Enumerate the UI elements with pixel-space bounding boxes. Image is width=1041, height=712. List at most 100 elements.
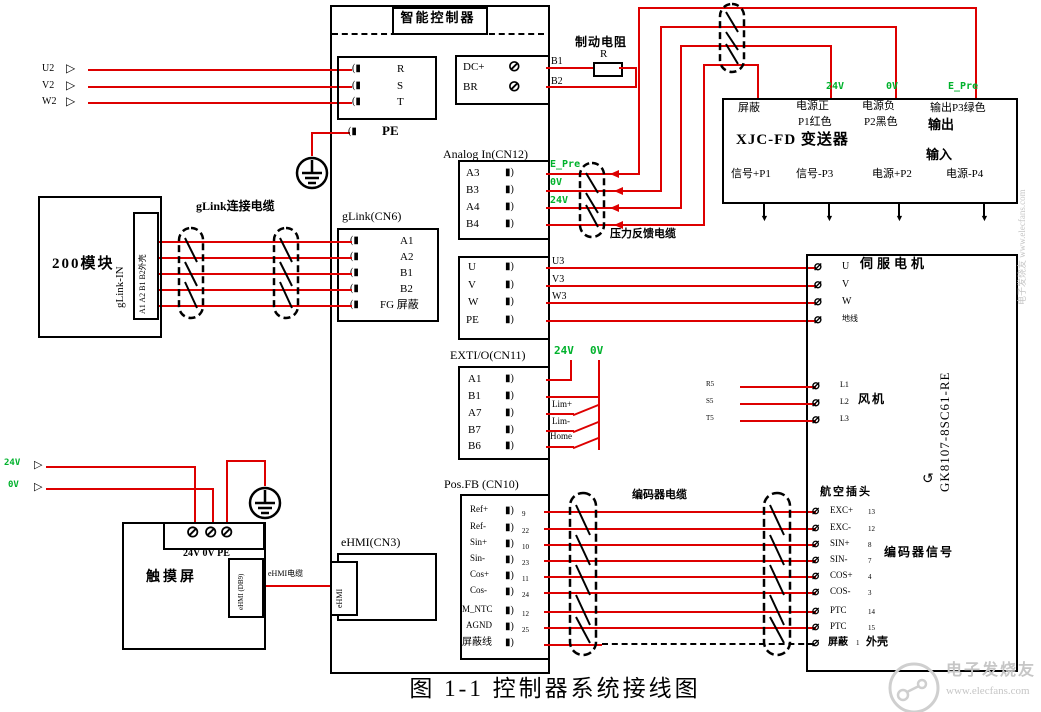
- terminal-label: EXC-: [830, 522, 851, 532]
- plug-icon: ▮): [505, 314, 514, 325]
- watermark-side: 电子发烧友 www.elecfans.com: [1017, 165, 1028, 305]
- wire: [194, 466, 196, 524]
- terminal-label: 地线: [842, 314, 858, 323]
- pin-number: 12: [868, 525, 875, 533]
- wire: [546, 267, 816, 269]
- wire: [544, 611, 816, 613]
- terminal-ring-icon: ⌀: [812, 520, 820, 534]
- screw-terminal-icon: ⊘: [508, 79, 521, 95]
- wire: [619, 67, 637, 69]
- shielded-cable-icon: [718, 2, 746, 74]
- glink-cable-label: gLink连接电缆: [196, 199, 275, 213]
- wire-label: B1: [551, 56, 563, 67]
- wire: [638, 8, 640, 175]
- plug-icon: (▮: [352, 63, 361, 74]
- terminal-label: Cos-: [470, 585, 488, 595]
- touchscreen-name: 触摸屏: [146, 570, 197, 585]
- motor-box: [806, 254, 1018, 672]
- signal-label: 24V: [4, 458, 21, 468]
- terminal-ring-icon: ⌀: [812, 584, 820, 598]
- plug-icon: ▮): [505, 505, 514, 516]
- uvw-box: [458, 256, 550, 340]
- divider: [332, 33, 544, 35]
- wire-label: B2: [551, 76, 563, 87]
- wire: [158, 289, 352, 291]
- pin-number: 9: [522, 510, 526, 518]
- plug-icon: (▮: [350, 235, 359, 246]
- wire: [680, 46, 682, 209]
- fan-wire-label: S5: [706, 397, 714, 405]
- terminal-label: U: [842, 261, 850, 272]
- fan-wire-label: R5: [706, 380, 715, 388]
- xjc-pin: 输出P3绿色: [930, 102, 986, 114]
- arrowhead: [610, 204, 619, 212]
- terminal-ring-icon: ⌀: [812, 377, 820, 392]
- plug-icon: ▮): [505, 201, 514, 212]
- controller-title: 智能控制器: [400, 10, 476, 25]
- terminal-label: BR: [463, 81, 478, 93]
- down-arrow-icon: ▼: [980, 213, 989, 223]
- pin-number: 14: [868, 608, 875, 616]
- wire: [740, 386, 816, 388]
- wire: [546, 173, 640, 175]
- pin-number: 25: [522, 626, 529, 634]
- arrow-icon: ▷: [66, 61, 76, 75]
- db9-port-box: [228, 558, 264, 618]
- wire: [226, 461, 228, 524]
- ehmi-cable-label: eHMI电缆: [268, 569, 304, 578]
- terminal-label: A4: [466, 201, 480, 213]
- wire: [703, 64, 759, 66]
- posfb-label: Pos.FB (CN10): [444, 477, 519, 491]
- wire: [740, 420, 816, 422]
- pin-number: 4: [868, 573, 872, 581]
- plug-icon: (▮: [352, 96, 361, 107]
- wire: [546, 379, 572, 381]
- terminal-ring-icon: ⌀: [814, 293, 822, 308]
- module200-port: gLink-IN: [114, 266, 126, 308]
- plug-icon: (▮: [350, 267, 359, 278]
- resistor: [593, 62, 623, 77]
- arrow-line: [763, 202, 765, 217]
- terminal-ring-icon: ⌀: [812, 552, 820, 566]
- wire: [158, 273, 352, 275]
- wire: [544, 511, 816, 513]
- terminal-label: R: [397, 63, 405, 75]
- analog-in-label: Analog In(CN12): [443, 147, 528, 161]
- signal-label: 24V: [826, 81, 845, 92]
- wire: [262, 585, 330, 587]
- plug-icon: ▮): [505, 279, 514, 290]
- wire: [740, 403, 816, 405]
- wire: [88, 69, 352, 71]
- encoder-cable-label: 编码器电缆: [632, 489, 687, 501]
- plug-icon: ▮): [505, 184, 514, 195]
- wire: [546, 86, 637, 88]
- module200-pins: A1 A2 B1 B2外壳: [138, 254, 147, 314]
- watermark-brand: 电子发烧友: [946, 662, 1037, 679]
- glink-box: [337, 228, 439, 322]
- plug-icon: ▮): [505, 424, 514, 435]
- terminal-label: 屏蔽: [828, 637, 848, 648]
- arrow-line: [898, 202, 900, 217]
- terminal-label: PTC: [830, 605, 847, 615]
- signal-label: 0V: [886, 81, 899, 92]
- wire: [703, 65, 705, 226]
- xjc-pin: 电源-P4: [946, 168, 984, 180]
- xjc-pin: 电源正: [796, 100, 829, 112]
- wire: [88, 102, 352, 104]
- wire: [546, 413, 574, 415]
- home-switch: [572, 436, 600, 450]
- terminal-ring-icon: ⌀: [812, 503, 820, 517]
- terminal-label: DC+: [463, 61, 485, 73]
- plug-icon: ▮): [505, 167, 514, 178]
- wire: [546, 285, 816, 287]
- analog-in-box: [458, 160, 550, 240]
- wire: [311, 132, 313, 156]
- plug-icon: ▮): [505, 390, 514, 401]
- terminal-label: A3: [466, 167, 480, 179]
- wire: [264, 460, 266, 486]
- signal-label: 24V: [554, 344, 574, 357]
- arrow-icon: ▷: [66, 78, 76, 92]
- ehmi-port-label: eHMI: [335, 588, 344, 608]
- extio-label: EXTI/O(CN11): [450, 348, 526, 362]
